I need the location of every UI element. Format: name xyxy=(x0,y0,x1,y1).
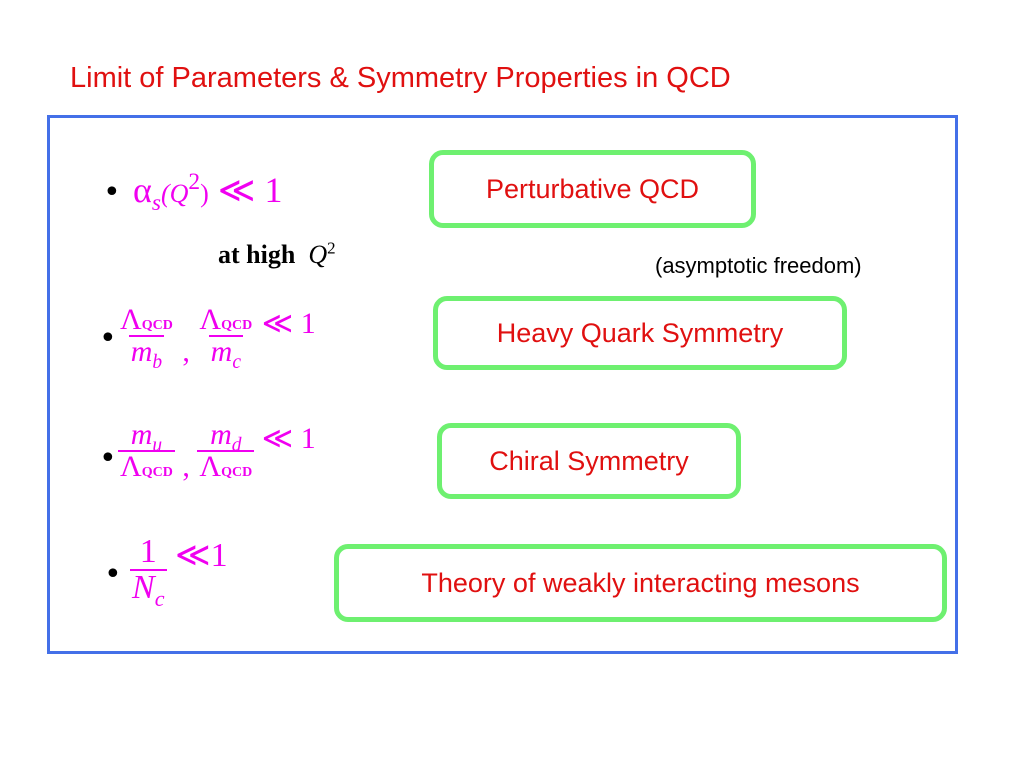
fraction-md-over-lambda: md ΛQCD xyxy=(197,418,255,483)
content-frame xyxy=(47,115,958,654)
label-weakly-interacting-mesons: Theory of weakly interacting mesons xyxy=(421,567,860,598)
formula-alpha-s: αs(Q2) ≪ 1 xyxy=(133,169,283,217)
bullet-2: • xyxy=(99,321,117,356)
condition-at-high-q2: at high Q2 xyxy=(218,238,336,269)
formula-large-nc: 1 Nc ≪1 xyxy=(130,533,228,611)
bullet-1: • xyxy=(103,175,121,210)
note-asymptotic-freedom: (asymptotic freedom) xyxy=(655,253,862,278)
formula-heavy-quark: ΛQCD mb , ΛQCD mc ≪ 1 xyxy=(120,303,316,373)
bullet-4: • xyxy=(104,557,122,592)
box-chiral-symmetry: Chiral Symmetry xyxy=(437,423,741,499)
fraction-lambda-over-mc: ΛQCD mc xyxy=(199,303,253,373)
fraction-lambda-over-mb: ΛQCD mb xyxy=(120,303,173,373)
box-perturbative-qcd: Perturbative QCD xyxy=(429,150,756,228)
label-heavy-quark-symmetry: Heavy Quark Symmetry xyxy=(496,317,784,348)
label-perturbative-qcd: Perturbative QCD xyxy=(485,173,700,204)
slide-title: Limit of Parameters & Symmetry Propertie… xyxy=(70,62,731,94)
box-heavy-quark-symmetry: Heavy Quark Symmetry xyxy=(433,296,847,370)
label-chiral-symmetry: Chiral Symmetry xyxy=(489,445,689,476)
box-weakly-interacting-mesons: Theory of weakly interacting mesons xyxy=(334,544,947,622)
fraction-one-over-nc: 1 Nc xyxy=(130,533,167,611)
formula-chiral: mu ΛQCD , md ΛQCD ≪ 1 xyxy=(118,418,316,483)
bullet-3: • xyxy=(99,441,117,476)
fraction-mu-over-lambda: mu ΛQCD xyxy=(118,418,175,483)
